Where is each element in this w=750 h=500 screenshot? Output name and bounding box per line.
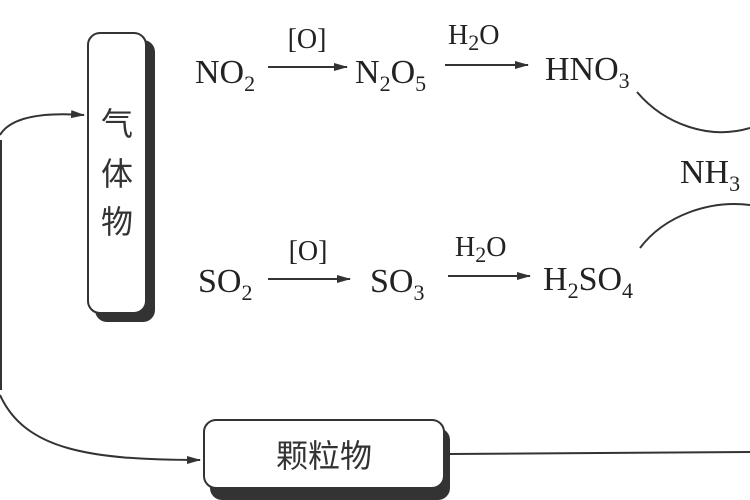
arrow-to-particulate [0,394,201,464]
formula-nh3: NH3 [680,154,740,196]
formula-no2: NO2 [195,54,255,96]
gas-label-1: 气 [101,105,133,143]
gas-label-2: 体 [101,155,133,193]
curve-h2so4-nh3 [639,203,750,249]
formula-so3: SO3 [370,263,424,305]
formula-n2o5: N2O5 [355,54,426,96]
arrow-to-gas [0,110,85,136]
condition-oxidation-1: [O] [288,24,327,55]
formula-so2: SO2 [198,263,252,305]
particulate-box: 颗粒物 [203,419,450,500]
particulate-connector [449,451,750,455]
formula-hno3: HNO3 [545,51,630,93]
particulate-label: 颗粒物 [276,437,372,475]
condition-water-1: H2O [448,20,499,55]
gas-box: 气 体 物 [87,32,155,322]
condition-water-2: H2O [455,232,506,267]
curve-hno3-nh3 [636,91,750,134]
gas-label-3: 物 [101,203,133,241]
formula-h2so4: H2SO4 [543,261,633,303]
condition-oxidation-2: [O] [289,236,328,267]
